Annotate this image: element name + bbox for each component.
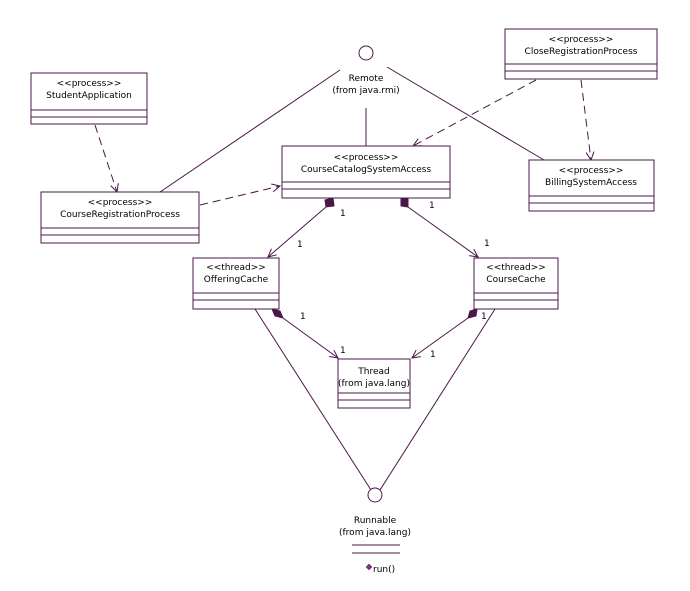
composition-diamonds bbox=[271, 197, 478, 319]
diamond-catalog-offering bbox=[324, 197, 335, 208]
interface-runnable[interactable]: Runnable (from java.lang) run() bbox=[339, 487, 411, 575]
class-name: OfferingCache bbox=[204, 275, 269, 285]
diamond-catalog-course bbox=[400, 197, 409, 208]
multiplicity-label: 1 bbox=[484, 239, 490, 249]
class-package: (from java.lang) bbox=[338, 379, 410, 389]
lollipop-icon bbox=[367, 487, 383, 503]
dependency-close-to-catalog bbox=[413, 79, 537, 146]
multiplicity-label: 1 bbox=[300, 312, 306, 322]
interface-remote[interactable]: Remote (from java.rmi) bbox=[332, 45, 400, 96]
realization-line-course-to-runnable bbox=[379, 308, 496, 491]
class-course-catalog-system-access[interactable]: <<process>> CourseCatalogSystemAccess bbox=[281, 145, 451, 199]
class-name: StudentApplication bbox=[46, 91, 132, 101]
class-close-registration-process[interactable]: <<process>> CloseRegistrationProcess bbox=[504, 28, 658, 80]
class-stereotype: <<process>> bbox=[559, 166, 624, 176]
operation-label: run() bbox=[373, 565, 395, 575]
class-box bbox=[30, 72, 148, 125]
dependency-close-to-billing bbox=[580, 79, 591, 160]
connectors bbox=[94, 66, 591, 491]
class-student-application[interactable]: <<process>> StudentApplication bbox=[30, 72, 148, 125]
class-stereotype: <<process>> bbox=[88, 198, 153, 208]
realization-line-billing-to-remote bbox=[386, 66, 545, 161]
multiplicity-label: 1 bbox=[340, 346, 346, 356]
diamond-course-thread bbox=[467, 308, 478, 319]
interface-package: (from java.rmi) bbox=[332, 86, 399, 96]
class-name: CourseCatalogSystemAccess bbox=[301, 165, 432, 175]
multiplicity-label: 1 bbox=[481, 312, 487, 322]
class-course-cache[interactable]: <<thread>> CourseCache bbox=[473, 257, 559, 310]
class-name: BillingSystemAccess bbox=[545, 178, 637, 188]
multiplicity-label: 1 bbox=[340, 209, 346, 219]
composition-offering-to-thread bbox=[282, 317, 338, 358]
composition-course-to-thread bbox=[412, 317, 469, 358]
lollipop-icon bbox=[358, 45, 374, 61]
class-name: CloseRegistrationProcess bbox=[525, 47, 638, 57]
diamond-offering-thread bbox=[271, 308, 284, 319]
dependency-registration-to-catalog bbox=[199, 186, 280, 206]
interface-name: Remote bbox=[349, 74, 384, 84]
multiplicity-label: 1 bbox=[297, 240, 303, 250]
class-stereotype: <<process>> bbox=[549, 35, 614, 45]
class-stereotype: <<process>> bbox=[57, 79, 122, 89]
class-name: Thread bbox=[357, 367, 389, 377]
class-course-registration-process[interactable]: <<process>> CourseRegistrationProcess bbox=[40, 191, 200, 244]
operation-marker-icon bbox=[365, 563, 373, 571]
composition-catalog-to-course bbox=[407, 206, 478, 257]
class-stereotype: <<thread>> bbox=[486, 263, 546, 273]
composition-catalog-to-offering bbox=[268, 206, 327, 257]
class-stereotype: <<process>> bbox=[334, 153, 399, 163]
interface-package: (from java.lang) bbox=[339, 528, 411, 538]
multiplicity-label: 1 bbox=[429, 201, 435, 211]
class-name: CourseRegistrationProcess bbox=[60, 210, 180, 220]
dependency-student-to-registration bbox=[94, 124, 117, 192]
class-name: CourseCache bbox=[486, 275, 546, 285]
class-stereotype: <<thread>> bbox=[206, 263, 266, 273]
realization-line-course-registration-to-remote bbox=[159, 69, 341, 193]
multiplicity-label: 1 bbox=[430, 350, 436, 360]
class-thread[interactable]: Thread (from java.lang) bbox=[337, 358, 411, 409]
class-offering-cache[interactable]: <<thread>> OfferingCache bbox=[192, 257, 280, 310]
multiplicity-labels: 1 1 1 1 1 1 1 1 bbox=[297, 201, 490, 360]
interface-name: Runnable bbox=[354, 516, 397, 526]
realization-line-offering-to-runnable bbox=[254, 308, 372, 491]
class-billing-system-access[interactable]: <<process>> BillingSystemAccess bbox=[528, 159, 655, 212]
